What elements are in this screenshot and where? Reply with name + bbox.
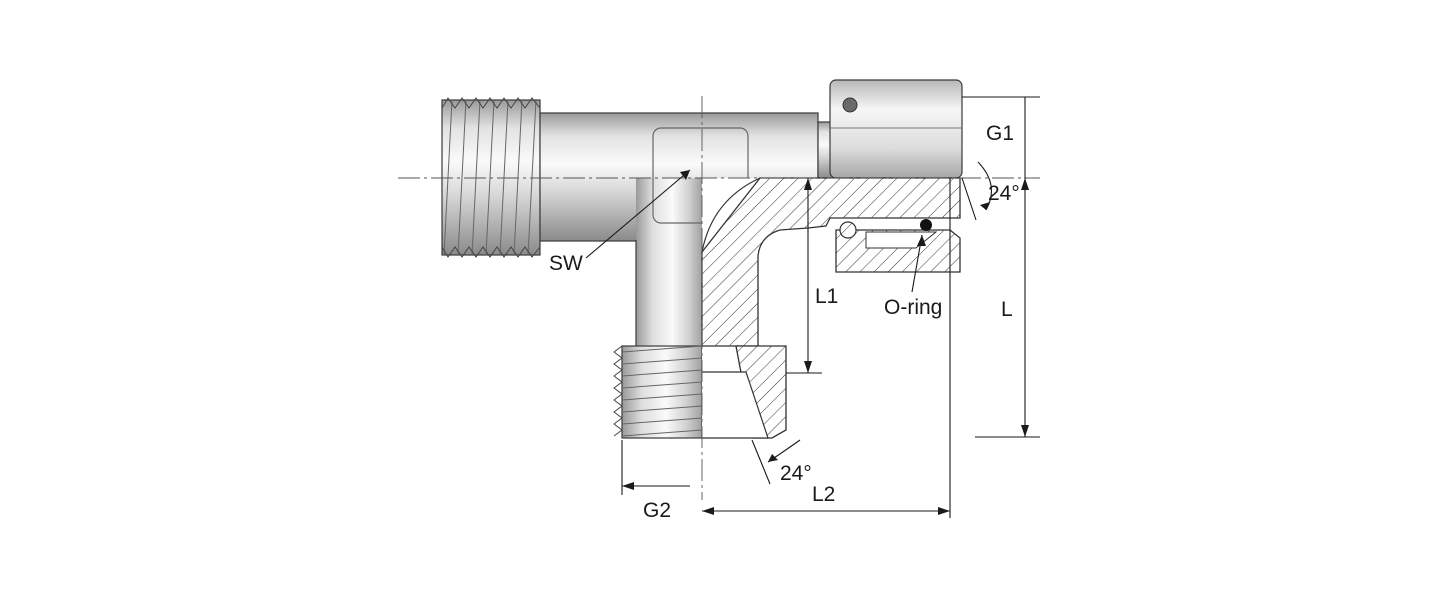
cross-section — [701, 177, 961, 440]
dimensions — [585, 96, 1040, 518]
label-angle-bottom: 24° — [780, 462, 812, 485]
label-sw: SW — [549, 252, 583, 275]
swivel-nut — [829, 79, 963, 179]
label-g1: G1 — [986, 122, 1014, 145]
oring-icon — [920, 219, 932, 231]
label-l2: L2 — [812, 483, 835, 506]
bottom-thread — [613, 345, 703, 439]
label-l: L — [1001, 298, 1013, 321]
label-oring: O-ring — [884, 296, 942, 319]
cutting-ring — [839, 221, 857, 239]
nut-hole-icon — [842, 97, 858, 113]
center-lines — [398, 96, 1040, 500]
labels: G1 24° SW L1 O-ring L 24° L2 G2 — [549, 122, 1020, 522]
wrench-flat — [652, 127, 749, 224]
label-g2: G2 — [643, 499, 671, 522]
label-angle-top: 24° — [988, 182, 1020, 205]
left-thread — [441, 97, 541, 258]
label-l1: L1 — [815, 285, 838, 308]
